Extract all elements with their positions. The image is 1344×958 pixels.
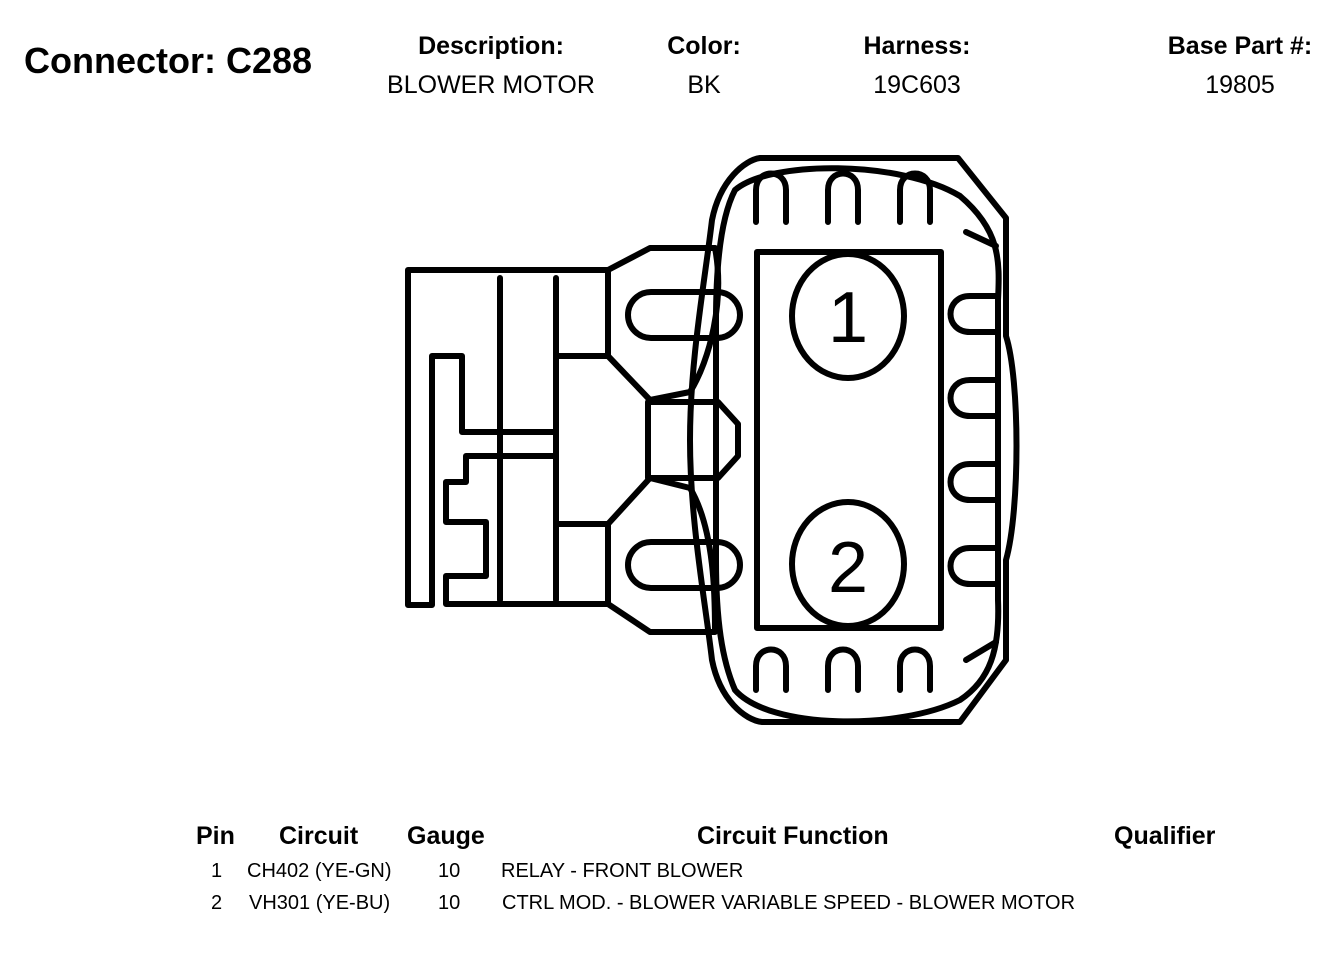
connector-title: Connector: C288 [24, 40, 313, 81]
side-slot [625, 539, 743, 591]
color-value: BK [687, 71, 721, 99]
side-slot [625, 289, 743, 341]
top-slot [825, 170, 861, 225]
right-slot [947, 293, 1001, 335]
top-slot [753, 170, 789, 225]
base-part-value: 19805 [1205, 71, 1275, 99]
table-row-1-function: RELAY - FRONT BLOWER [501, 860, 744, 882]
top-slot [897, 170, 933, 225]
pin-1-label: 1 [828, 278, 868, 358]
bottom-slot [825, 646, 861, 693]
table-row-1-pin: 1 [211, 860, 223, 882]
bottom-slot [753, 646, 789, 693]
table-row-1-gauge: 10 [438, 860, 461, 882]
right-slot [947, 377, 1001, 419]
corner-chamfer [963, 639, 999, 663]
table-row-2-gauge: 10 [438, 892, 461, 914]
table-row-2-pin: 2 [211, 892, 223, 914]
pin-2-circle [789, 499, 907, 629]
table-row-2-function: CTRL MOD. - BLOWER VARIABLE SPEED - BLOW… [502, 892, 1076, 914]
table-header-circuit: Circuit [279, 822, 359, 850]
corner-chamfer [963, 229, 999, 249]
harness-label: Harness: [863, 32, 971, 60]
right-slot [947, 545, 1001, 587]
latch-lower-clip [443, 453, 611, 607]
latch-housing [405, 267, 611, 608]
description-value: BLOWER MOTOR [387, 71, 595, 99]
bottom-slot [897, 646, 933, 693]
right-slot [947, 461, 1001, 503]
connector-body [687, 155, 1020, 725]
pin-1-circle [789, 251, 907, 381]
table-row-1-circuit: CH402 (YE-GN) [247, 860, 392, 882]
harness-value: 19C603 [873, 71, 961, 99]
color-label: Color: [667, 32, 741, 60]
pin-2-label: 2 [828, 528, 868, 608]
base-part-label: Base Part #: [1167, 32, 1313, 60]
table-header-gauge: Gauge [407, 822, 485, 850]
table-header-qualifier: Qualifier [1114, 822, 1216, 850]
connector-inner-oval [713, 165, 1002, 725]
table-header-circuit-function: Circuit Function [697, 822, 889, 850]
description-label: Description: [418, 32, 564, 60]
connector-neck [605, 245, 722, 403]
table-row-2-circuit: VH301 (YE-BU) [249, 892, 391, 914]
table-header-pin: Pin [196, 822, 235, 850]
